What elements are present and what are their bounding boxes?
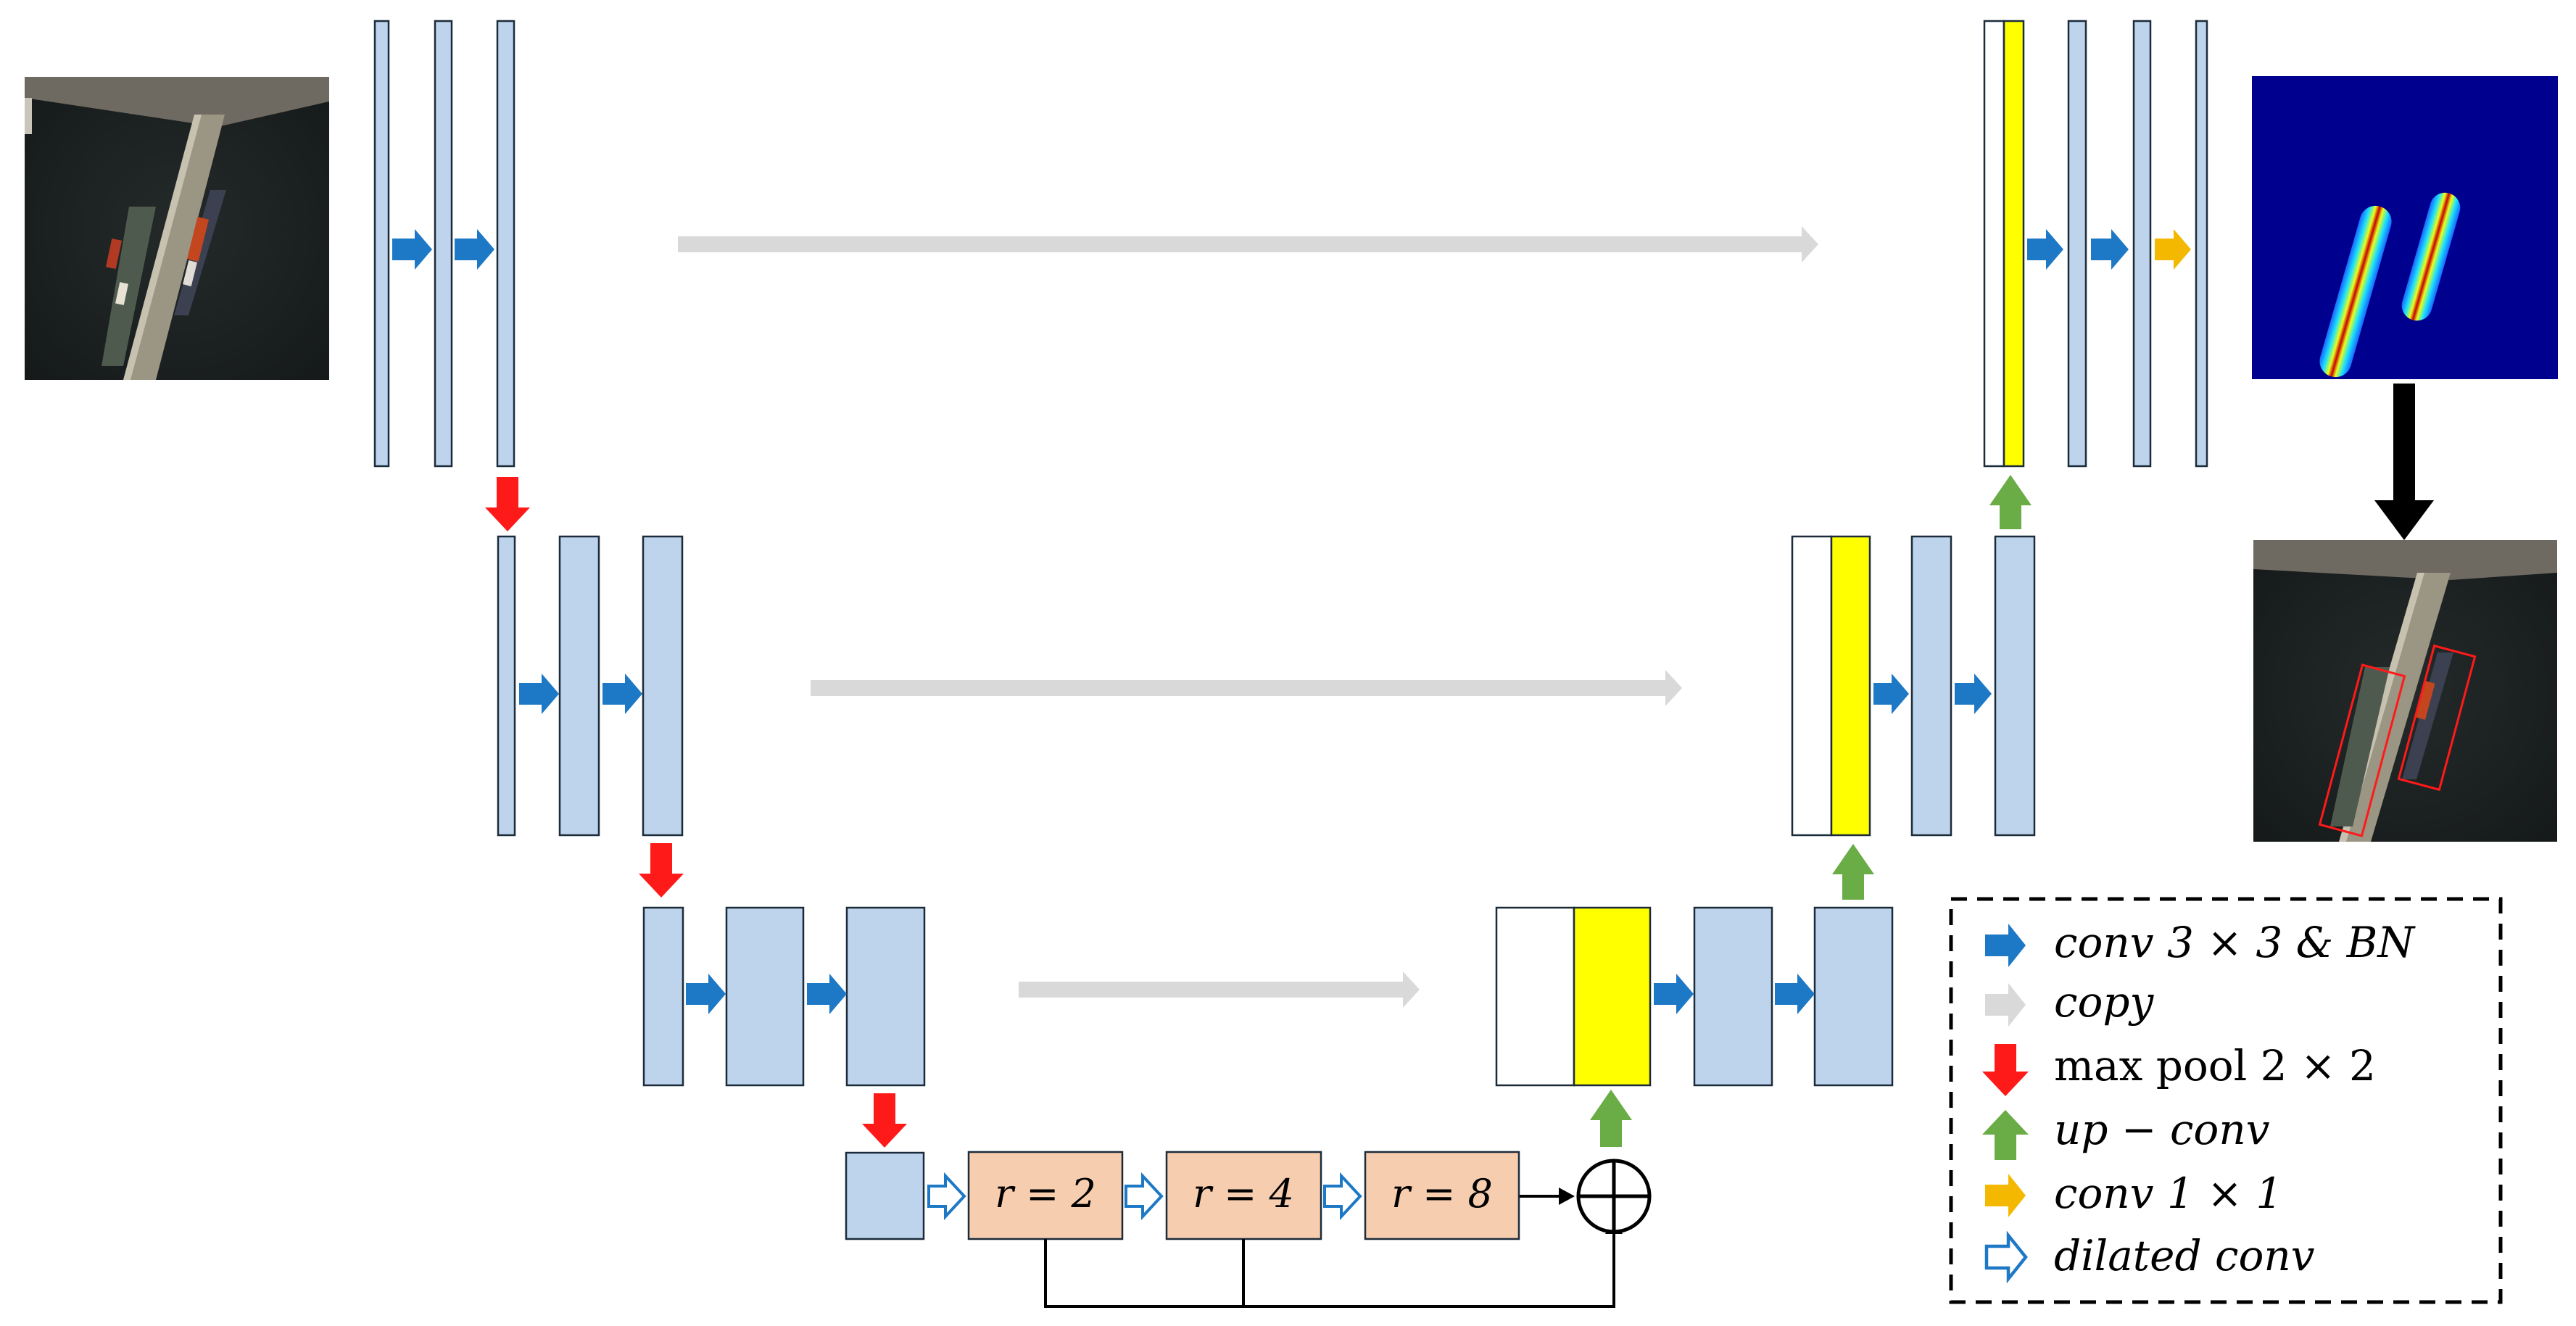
feature-map: [2067, 20, 2087, 468]
legend-item-dilated: dilated conv: [1984, 1230, 2315, 1284]
feature-map: [642, 906, 684, 1087]
feature-map: [725, 906, 805, 1087]
legend: conv 3 × 3 & BN copy max pool 2 × 2 up −…: [1949, 897, 2503, 1304]
dilated-conv-arrow: [1323, 1172, 1362, 1221]
feature-map: [1994, 535, 2036, 837]
sum-node-icon: [1576, 1159, 1652, 1234]
gray-arrow-icon: [1985, 983, 2026, 1027]
feature-map: [1813, 906, 1894, 1087]
legend-item-maxpool: max pool 2 × 2: [1982, 1041, 2376, 1096]
dilation-block-r4: [1165, 1151, 1322, 1240]
copy-arrow: [811, 670, 1682, 706]
decoder-level-1: [1983, 20, 2208, 468]
bottleneck: r = 2 r = 4 r = 8: [845, 1151, 1652, 1308]
concat-feature-map: [2003, 20, 2025, 468]
legend-label: conv 1 × 1: [2054, 1169, 2282, 1218]
detection-box: [2397, 644, 2477, 792]
conv-arrow: [392, 229, 432, 270]
maxpool-arrow: [639, 843, 684, 898]
dilation-label: r = 4: [1193, 1171, 1294, 1217]
feature-map: [496, 20, 515, 468]
legend-label: max pool 2 × 2: [2054, 1041, 2376, 1090]
maxpool-arrow: [485, 477, 530, 531]
legend-label: up − conv: [2054, 1105, 2270, 1154]
conv-arrow: [2091, 229, 2129, 270]
dilation-label: r = 8: [1391, 1171, 1493, 1217]
upconv-arrow: [1590, 1090, 1632, 1147]
upconv-arrow: [1832, 844, 1874, 900]
skip-connection-line: [1044, 1234, 1615, 1308]
dilated-conv-arrow: [1125, 1172, 1164, 1221]
feature-map: [373, 20, 390, 468]
conv-arrow: [2027, 229, 2063, 270]
decoder-level-3: [1495, 906, 1894, 1087]
decoder-level-2: [1791, 535, 2036, 837]
feature-map: [845, 906, 926, 1087]
copy-arrow: [678, 226, 1818, 262]
conv-arrow: [1955, 674, 1992, 714]
legend-label: conv 3 × 3 & BN: [2054, 918, 2416, 967]
dilation-block-r8: [1364, 1151, 1520, 1240]
encoder-level-3: [642, 906, 926, 1087]
conv-arrow: [1775, 974, 1815, 1014]
input-aerial-image: [25, 77, 329, 380]
conv-arrow: [807, 974, 847, 1014]
conv-arrow: [455, 229, 494, 270]
legend-item-conv3: conv 3 × 3 & BN: [1985, 918, 2416, 967]
conv-arrow: [1654, 974, 1694, 1014]
feature-map: [434, 20, 453, 468]
detection-result-image: [2253, 540, 2557, 842]
copied-feature-map: [1791, 535, 1833, 837]
dilated-conv-arrow: [927, 1172, 966, 1221]
legend-item-copy: copy: [1985, 977, 2155, 1027]
copied-feature-map: [1983, 20, 2005, 468]
concat-feature-map: [1830, 535, 1871, 837]
conv1x1-arrow: [2155, 229, 2191, 270]
upconv-arrow: [1989, 475, 2032, 529]
conv-arrow: [1873, 674, 1909, 714]
bottleneck-feature-map: [845, 1151, 925, 1240]
feature-map: [2195, 20, 2208, 468]
encoder-level-1: [373, 20, 515, 468]
maxpool-arrow: [862, 1093, 907, 1148]
conv-arrow: [686, 974, 726, 1014]
feature-map: [1693, 906, 1773, 1087]
red-down-arrow-icon: [1982, 1044, 2029, 1096]
blue-arrow-icon: [1985, 924, 2026, 967]
output-heatmap: [2252, 76, 2558, 379]
copy-arrow: [1019, 971, 1420, 1008]
detection-box: [2318, 663, 2406, 837]
result-arrow: [2374, 384, 2434, 540]
yellow-arrow-icon: [1985, 1174, 2026, 1217]
green-up-arrow-icon: [1982, 1110, 2029, 1160]
feature-map: [642, 535, 684, 837]
feature-map: [2132, 20, 2152, 468]
feature-map: [1910, 535, 1952, 837]
feature-map: [558, 535, 600, 837]
dilation-label: r = 2: [995, 1171, 1096, 1217]
feature-map: [497, 535, 516, 837]
legend-label: dilated conv: [2054, 1231, 2315, 1280]
concat-feature-map: [1573, 906, 1652, 1087]
legend-item-conv1: conv 1 × 1: [1985, 1169, 2282, 1218]
encoder-level-2: [497, 535, 684, 837]
legend-box: [1949, 897, 2503, 1304]
conv-arrow: [602, 674, 642, 714]
legend-label: copy: [2054, 977, 2155, 1027]
conv-arrow: [519, 674, 559, 714]
copied-feature-map: [1495, 906, 1575, 1087]
legend-item-upconv: up − conv: [1982, 1105, 2270, 1160]
hollow-arrow-icon: [1984, 1230, 2028, 1284]
